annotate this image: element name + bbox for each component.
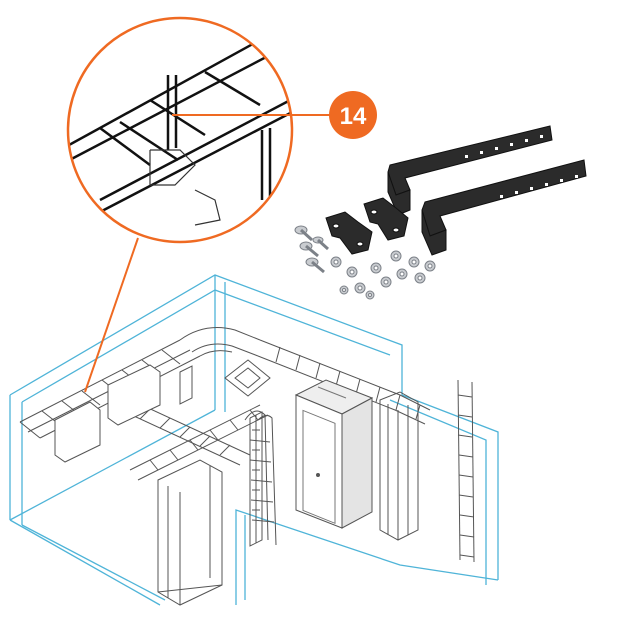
vertical-ladder-right [457, 379, 475, 563]
bolt-nut-washer-kit [294, 225, 436, 300]
nuts-washers [330, 250, 436, 300]
wall-equipment [54, 359, 271, 463]
server-cabinet [294, 379, 374, 529]
callout-number: 14 [340, 103, 367, 130]
vertical-ladder-middle [244, 410, 277, 546]
room-outline [9, 274, 499, 606]
wall-angle-bracket-pair [387, 125, 587, 256]
bolt [294, 225, 330, 274]
bracket-holes [465, 135, 578, 198]
callout-leader-line [84, 237, 139, 393]
j-clamp-pair [325, 197, 409, 255]
tray-run-top [257, 339, 431, 425]
tray-bend [179, 327, 261, 357]
tray-run-front [129, 404, 269, 481]
rack-frame-right [379, 391, 419, 541]
rack-frame-middle [249, 411, 263, 547]
callout-badge: 14 [329, 91, 377, 139]
rack-frame-left [157, 459, 223, 606]
zoom-detail [66, 16, 294, 244]
